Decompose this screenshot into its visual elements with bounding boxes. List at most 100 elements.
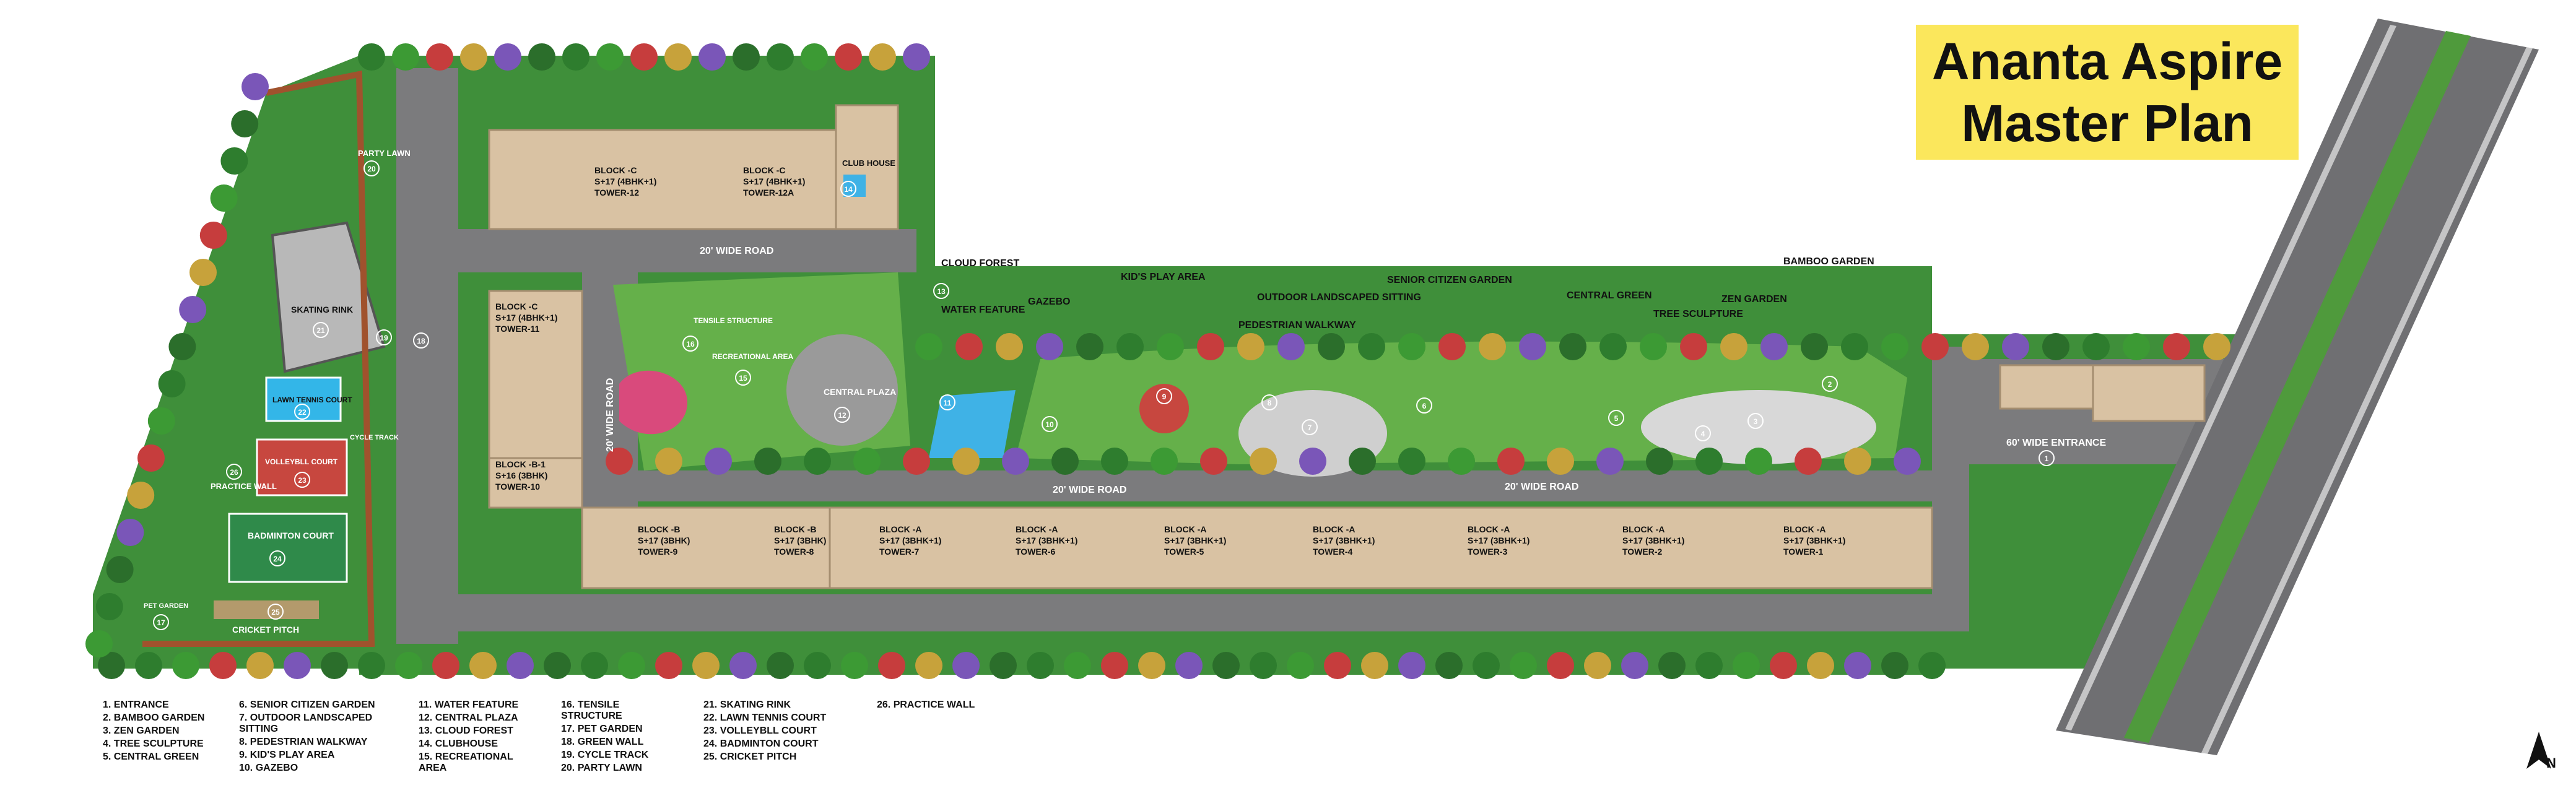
marker-circle	[268, 604, 284, 620]
tree-icon	[426, 43, 453, 71]
marker-circle	[840, 181, 856, 197]
label-lawn-tennis: LAWN TENNIS COURT	[272, 396, 352, 404]
trees	[85, 43, 2230, 679]
legend-item: 2. BAMBOO GARDEN	[103, 713, 205, 723]
marker-circle	[1261, 394, 1277, 410]
marker-number: 14	[844, 185, 853, 194]
tower-label-block: BLOCK -A	[1016, 524, 1058, 534]
buildings	[488, 104, 2206, 589]
marker-circle	[933, 283, 949, 299]
tree-icon	[1398, 333, 1425, 360]
tree-icon	[841, 652, 868, 679]
marker-19: 19	[376, 329, 392, 345]
tree-icon	[246, 652, 274, 679]
tree-icon	[729, 652, 757, 679]
road-label-mid-right: 20' WIDE ROAD	[1505, 482, 1578, 492]
label-cricket: CRICKET PITCH	[232, 625, 299, 635]
tree-icon	[494, 43, 521, 71]
label-practice-wall: PRACTICE WALL	[211, 482, 277, 491]
tree-icon	[1621, 652, 1648, 679]
marker-number: 17	[157, 618, 165, 627]
tree-icon	[1695, 652, 1723, 679]
legend-item: 20. PARTY LAWN	[561, 763, 642, 773]
tower-label-block: BLOCK -C	[495, 301, 537, 311]
tree-icon	[392, 43, 419, 71]
tree-icon	[1658, 652, 1686, 679]
tower-label-block: BLOCK -B	[774, 524, 816, 534]
tree-icon	[189, 259, 217, 286]
legend-item: 22. LAWN TENNIS COURT	[703, 713, 827, 723]
marker-15: 15	[735, 370, 751, 386]
tree-icon	[1599, 333, 1627, 360]
tower-label-name: TOWER-11	[495, 324, 540, 334]
road-label-entrance: 60' WIDE ENTRANCE	[2006, 438, 2106, 448]
marker-9: 9	[1156, 388, 1172, 404]
tree-icon	[1881, 652, 1908, 679]
marker-number: 26	[230, 468, 238, 477]
tower-label-spec: S+17 (3BHK+1)	[1468, 535, 1530, 545]
marker-circle	[1822, 376, 1838, 392]
main-highway	[2056, 19, 2539, 755]
tower-label-spec: S+17 (3BHK)	[638, 535, 690, 545]
marker-circle	[226, 464, 242, 480]
legend-item: 12. CENTRAL PLAZA	[419, 713, 518, 723]
marker-circle	[294, 404, 310, 420]
tree-icon	[606, 448, 633, 475]
landscape	[613, 272, 1907, 477]
label-central-plaza: CENTRAL PLAZA	[824, 387, 896, 397]
marker-circle	[1695, 425, 1711, 441]
tree-icon	[804, 448, 831, 475]
tree-icon	[1435, 652, 1463, 679]
tree-icon	[1197, 333, 1224, 360]
tree-icon	[1547, 652, 1574, 679]
tree-icon	[1250, 448, 1277, 475]
tower-label-name: TOWER-7	[879, 547, 920, 557]
road-middle	[582, 470, 1969, 501]
tree-icon	[801, 43, 828, 71]
tree-icon	[915, 333, 942, 360]
tree-icon	[1844, 652, 1871, 679]
marker-number: 4	[1701, 430, 1705, 438]
tree-icon	[990, 652, 1017, 679]
tower-label-name: TOWER-9	[638, 547, 678, 557]
callouts: CLOUD FOREST WATER FEATURE GAZEBO KID'S …	[144, 149, 1874, 635]
label-clubhouse: CLUB HOUSE	[842, 158, 895, 168]
tower-label-block: BLOCK -B	[638, 524, 680, 534]
cycle-track-path	[142, 70, 375, 647]
tree-icon	[172, 652, 199, 679]
marker-circle	[269, 550, 285, 566]
tower-label-spec: S+17 (3BHK+1)	[1622, 535, 1684, 545]
marker-circle	[363, 160, 380, 176]
tree-icon	[1299, 448, 1326, 475]
marker-number: 7	[1308, 423, 1312, 432]
tree-icon	[220, 147, 248, 175]
title-line-2: Master Plan	[1961, 94, 2253, 152]
tree-icon	[1116, 333, 1144, 360]
marker-number: 13	[937, 287, 946, 296]
marker-6: 6	[1416, 397, 1432, 414]
marker-number: 16	[686, 340, 695, 349]
tree-icon	[2203, 333, 2230, 360]
tree-icon	[1200, 448, 1227, 475]
tree-icon	[996, 333, 1023, 360]
tree-icon	[1801, 333, 1828, 360]
compass-label: N	[2546, 755, 2556, 771]
tower-label-spec: S+17 (4BHK+1)	[495, 313, 557, 323]
tree-icon	[358, 652, 385, 679]
tree-icon	[179, 296, 207, 323]
tree-icon	[1918, 652, 1946, 679]
marker-number: 12	[838, 411, 846, 420]
tower-label-block: BLOCK -B-1	[495, 459, 546, 469]
amenity-markers: 1234567891011121314151617181920212223242…	[153, 160, 2055, 630]
road-label-top: 20' WIDE ROAD	[700, 246, 773, 256]
tree-icon	[1051, 448, 1079, 475]
legend-item: 26. PRACTICE WALL	[877, 700, 975, 710]
label-tree-sculpture: TREE SCULPTURE	[1653, 309, 1743, 319]
tree-icon	[1795, 448, 1822, 475]
legend-item: 4. TREE SCULPTURE	[103, 739, 204, 749]
building-tower-10	[488, 457, 583, 509]
marker-number: 15	[739, 374, 747, 383]
tower-label-block: BLOCK -A	[1622, 524, 1664, 534]
